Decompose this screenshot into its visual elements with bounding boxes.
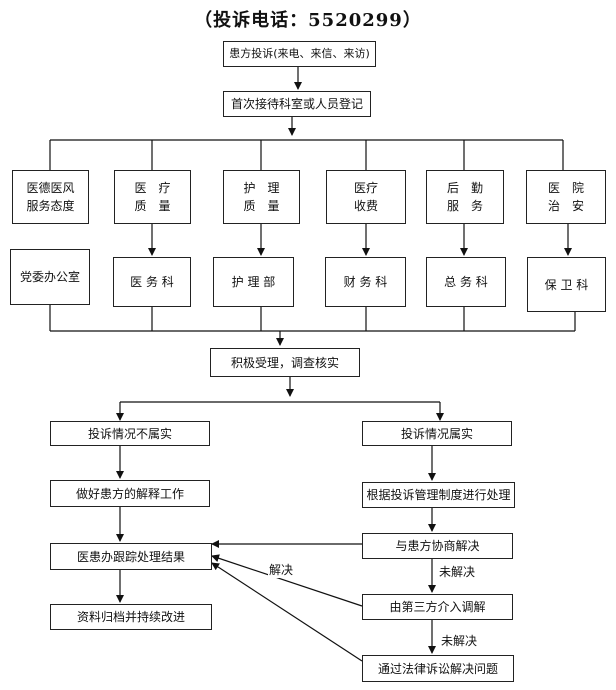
explain-to-patient-text: 做好患方的解释工作 [75, 486, 184, 501]
department-label: 财 务 科 [343, 275, 388, 289]
unresolved-label-1: 未解决 [438, 563, 477, 580]
archive-improve-text: 资料归档并持续改进 [76, 610, 185, 624]
category-label: 医 疗 质 量 [134, 181, 171, 213]
category-logistics: 后 勤 服 务 [426, 170, 504, 224]
litigation-box: 通过法律诉讼解决问题 [362, 655, 514, 682]
category-label: 医 院 治 安 [547, 181, 584, 213]
dept-party-office: 党委办公室 [10, 249, 90, 305]
dept-medical-affairs: 医 务 科 [113, 257, 191, 307]
first-registration-box: 首次接待科室或人员登记 [223, 91, 371, 117]
department-label: 总 务 科 [444, 275, 488, 289]
dept-general-affairs: 总 务 科 [426, 257, 506, 307]
department-label: 保 卫 科 [544, 277, 589, 292]
complaint-true-box: 投诉情况属实 [362, 421, 512, 446]
page-title: （投诉电话：5520299） [194, 10, 422, 31]
category-label: 医疗 收费 [353, 181, 378, 213]
handle-per-policy-box: 根据投诉管理制度进行处理 [362, 482, 515, 508]
accept-investigate-text: 积极受理，调查核实 [230, 355, 339, 370]
department-label: 医 务 科 [130, 275, 174, 289]
department-label: 党委办公室 [19, 270, 80, 284]
negotiate-box: 与患方协商解决 [362, 533, 513, 559]
dept-security: 保 卫 科 [527, 257, 606, 312]
complaint-true-text: 投诉情况属实 [400, 426, 473, 441]
complaint-not-true-box: 投诉情况不属实 [50, 421, 210, 446]
dept-finance: 财 务 科 [325, 257, 406, 307]
litigation-text: 通过法律诉讼解决问题 [377, 661, 498, 676]
category-label: 后 勤 服 务 [446, 181, 483, 213]
department-label: 护 理 部 [231, 275, 276, 289]
negotiate-text: 与患方协商解决 [395, 539, 480, 553]
archive-improve-box: 资料归档并持续改进 [50, 604, 212, 630]
third-party-mediation-text: 由第三方介入调解 [389, 600, 486, 614]
unresolved-label-2: 未解决 [440, 632, 479, 649]
category-ethics-service: 医德医风 服务态度 [12, 170, 89, 224]
third-party-mediation-box: 由第三方介入调解 [362, 594, 513, 620]
complaint-intake-text: 患方投诉(来电、来信、来访) [229, 47, 370, 60]
accept-investigate-box: 积极受理，调查核实 [210, 348, 360, 377]
complaint-not-true-text: 投诉情况不属实 [87, 426, 172, 441]
category-label: 护 理 质 量 [243, 181, 280, 213]
resolved-label: 解决 [268, 561, 295, 578]
handle-per-policy-text: 根据投诉管理制度进行处理 [366, 488, 511, 502]
category-nursing-quality: 护 理 质 量 [223, 170, 300, 224]
follow-up-results-box: 医患办跟踪处理结果 [50, 543, 212, 570]
category-medical-fees: 医疗 收费 [326, 170, 406, 224]
follow-up-results-text: 医患办跟踪处理结果 [76, 549, 185, 564]
category-security: 医 院 治 安 [526, 170, 606, 224]
dept-nursing: 护 理 部 [213, 257, 294, 307]
complaint-intake-box: 患方投诉(来电、来信、来访) [223, 41, 376, 67]
first-registration-text: 首次接待科室或人员登记 [230, 97, 363, 111]
category-label: 医德医风 服务态度 [26, 181, 75, 213]
category-medical-quality: 医 疗 质 量 [114, 170, 191, 224]
explain-to-patient-box: 做好患方的解释工作 [50, 480, 210, 507]
